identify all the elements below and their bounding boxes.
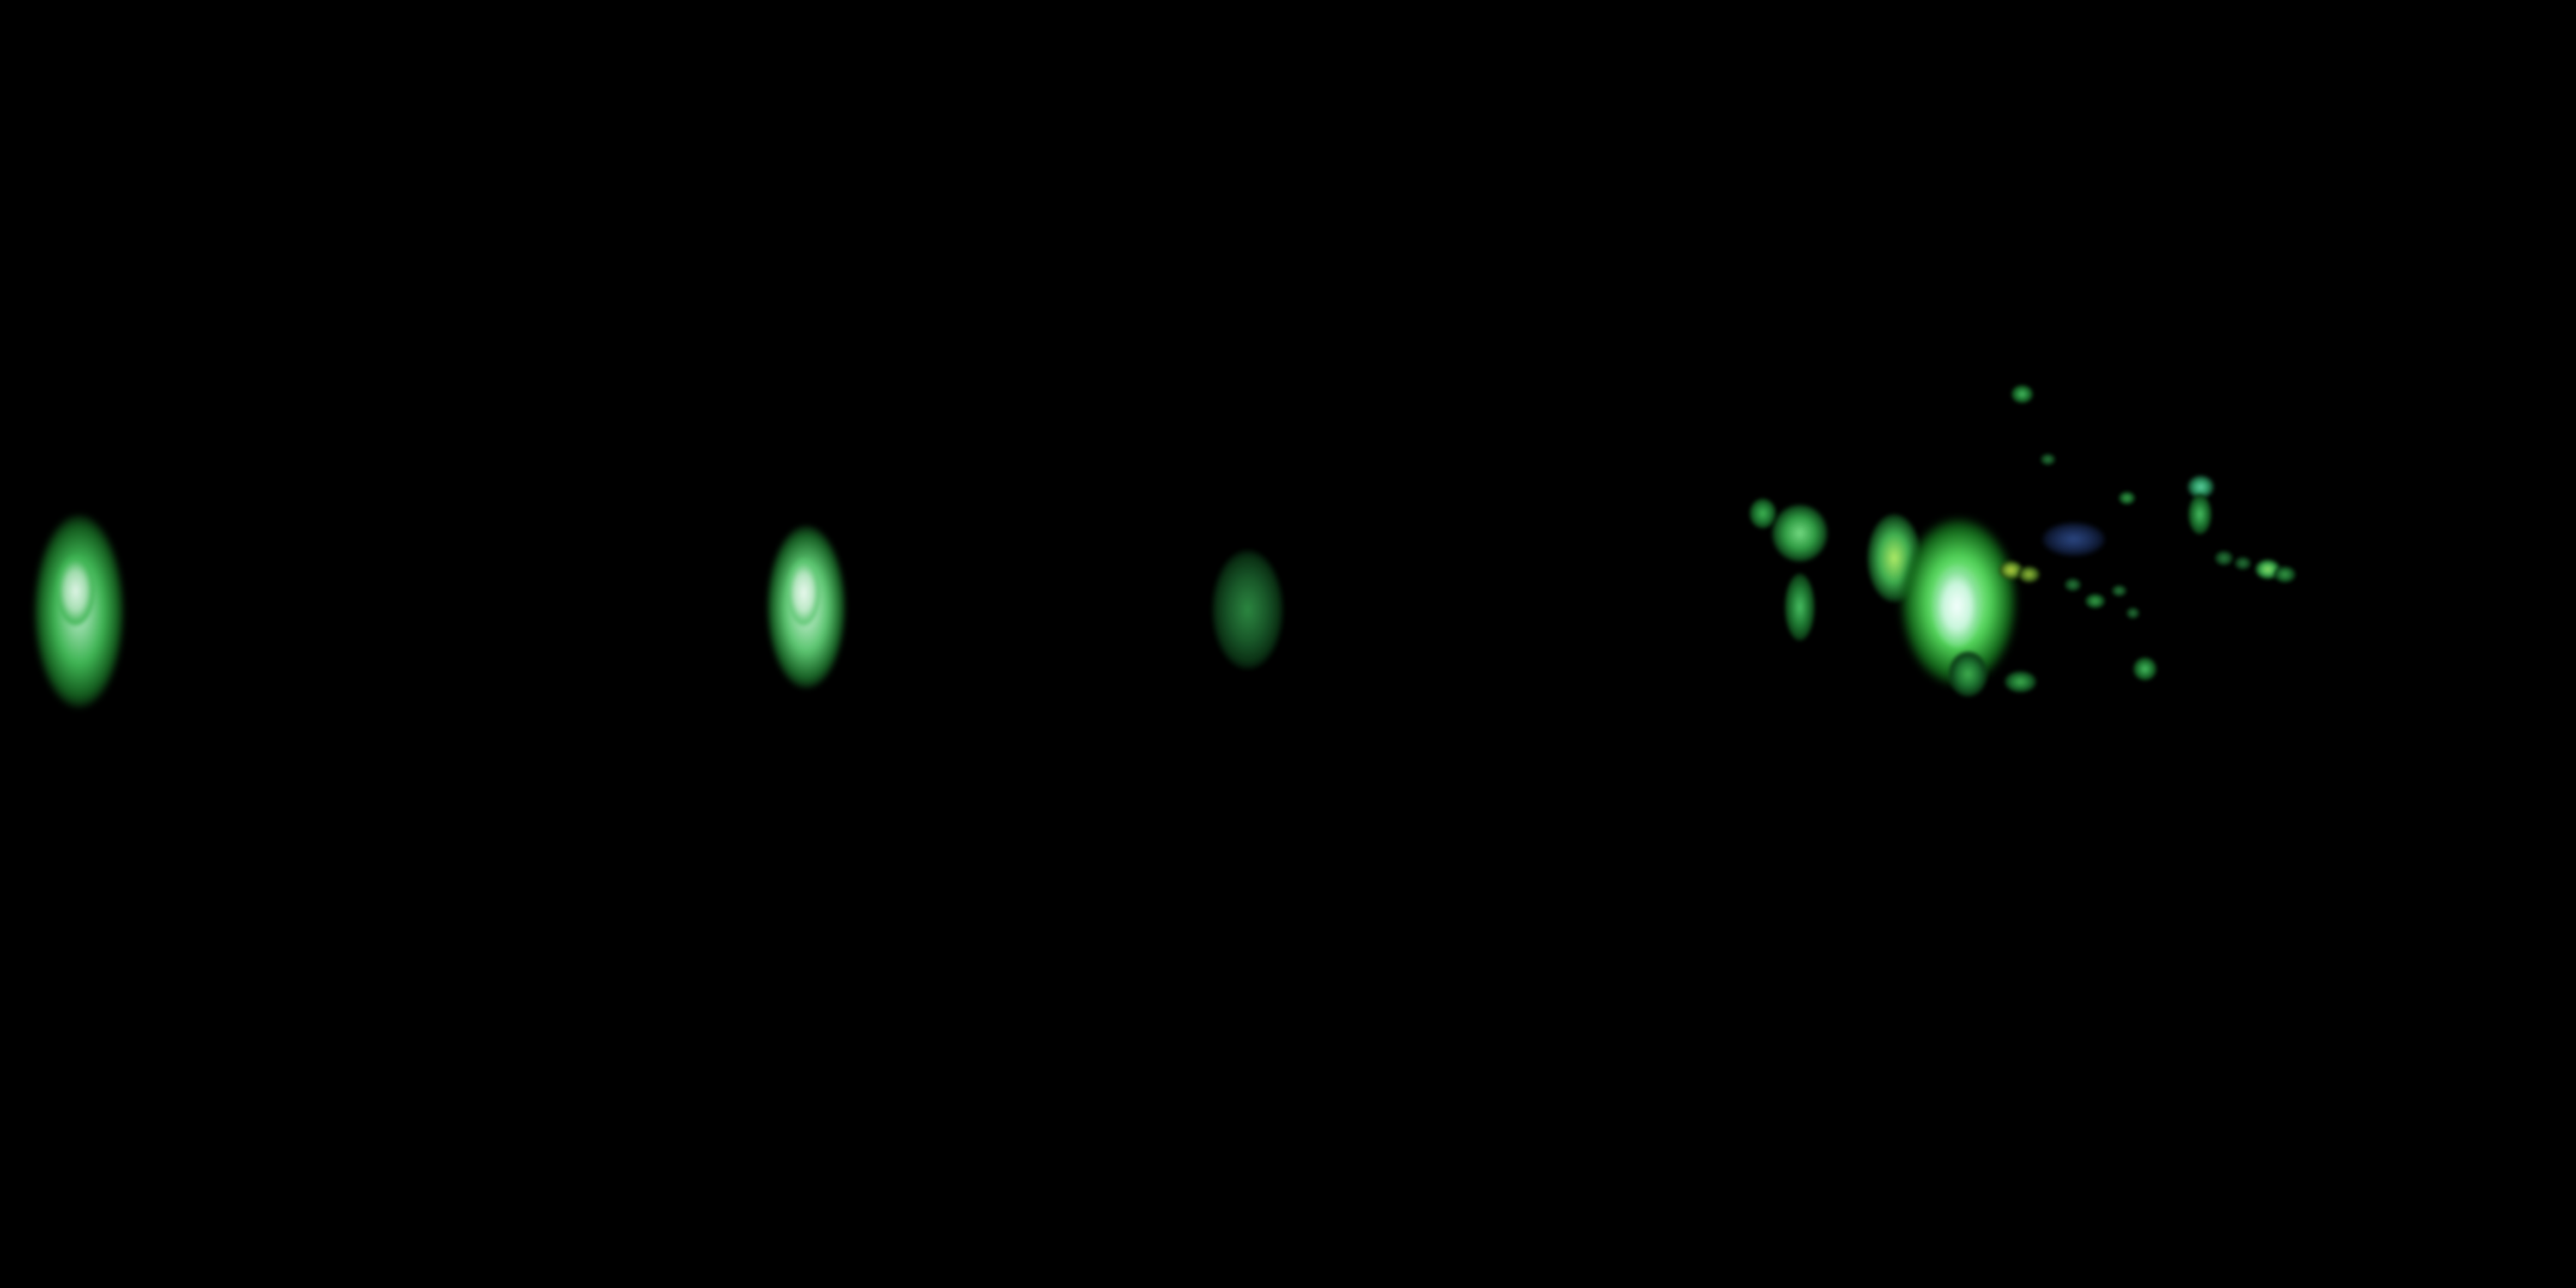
radar-echo-17 [2064,578,2081,592]
radar-echo-6 [1771,504,1828,562]
radar-echo-12 [1999,561,2023,580]
radar-echo-7 [1784,573,1815,641]
radar-echo-11 [1948,651,1988,697]
radar-echo-29 [2274,566,2296,583]
radar-echo-4 [1212,550,1284,670]
radar-echo-21 [2118,491,2136,505]
radar-echo-27 [2234,556,2251,570]
radar-echo-3 [787,558,821,627]
radar-echo-28 [2255,559,2281,580]
radar-echo-20 [2126,607,2140,619]
radar-echo-26 [2215,550,2233,566]
radar-echo-5 [1749,498,1777,529]
radar-echo-15 [2040,453,2056,465]
radar-echo-23 [2004,671,2037,693]
radar-echo-2 [767,526,846,689]
radar-echo-22 [2133,657,2157,681]
radar-echo-25 [2188,494,2212,535]
radar-echo-0 [33,514,125,708]
radar-echo-13 [2018,566,2040,583]
radar-echo-8 [1867,513,1922,603]
radar-echo-16 [2042,522,2105,556]
radar-echo-19 [2111,585,2127,597]
radar-echo-9 [1900,518,2017,686]
radar-echo-10 [1932,565,1982,647]
radar-echo-14 [2011,385,2033,404]
radar-echo-18 [2085,593,2105,609]
radar-echo-24 [2187,475,2215,499]
radar-echo-1 [56,555,95,627]
